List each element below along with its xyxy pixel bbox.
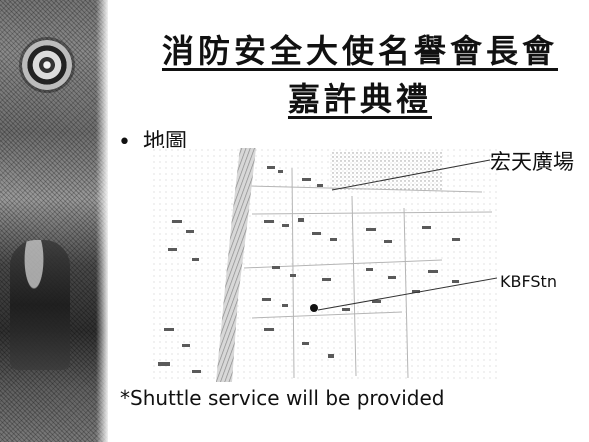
station-leader-line bbox=[317, 277, 497, 311]
shuttle-note: *Shuttle service will be provided bbox=[120, 386, 445, 410]
decorative-photo-strip bbox=[0, 0, 108, 442]
map-station-marker bbox=[310, 304, 318, 312]
map-buildings bbox=[158, 166, 460, 373]
map-plaza-block bbox=[330, 152, 442, 190]
strip-fade bbox=[96, 0, 108, 442]
firefighter-figure bbox=[10, 240, 70, 370]
bullet-symbol: • bbox=[118, 130, 131, 155]
title-line-2: 嘉許典禮 bbox=[287, 80, 432, 118]
title-line-1: 消防安全大使名譽會長會 bbox=[161, 32, 558, 70]
map-drawing bbox=[152, 148, 497, 382]
fire-services-emblem-icon bbox=[22, 40, 72, 90]
map-label-station: KBFStn bbox=[500, 272, 557, 291]
plaza-leader-line bbox=[331, 159, 491, 191]
map-label-plaza: 宏天廣場 bbox=[490, 150, 574, 174]
location-map bbox=[152, 148, 497, 382]
map-river bbox=[216, 148, 256, 382]
